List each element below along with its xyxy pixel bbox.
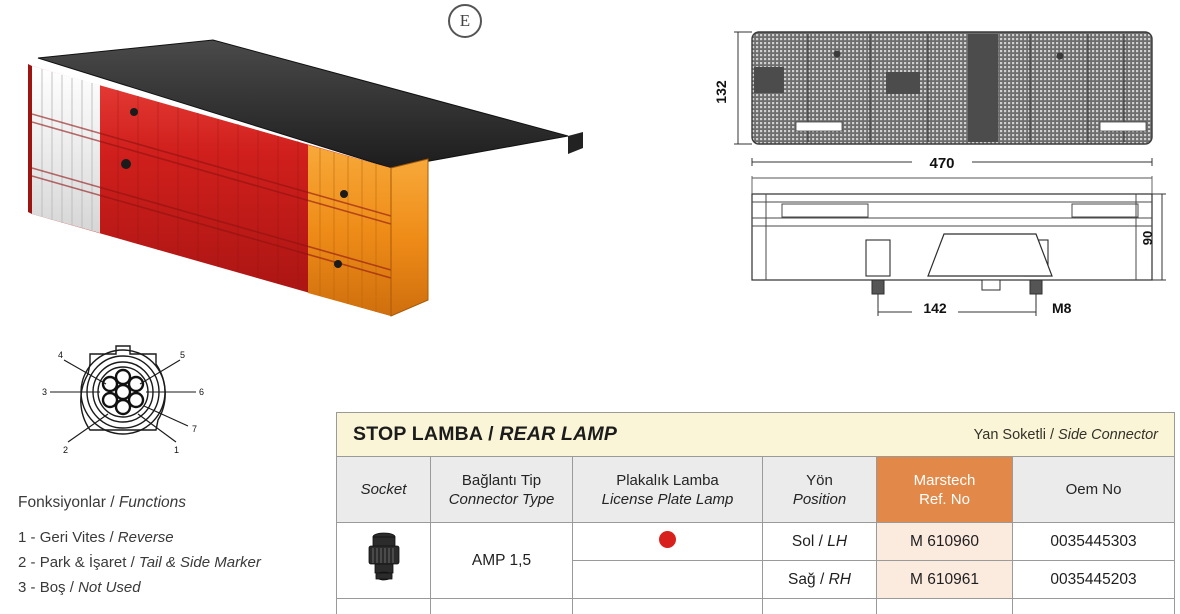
partial-cell-oem [1012, 598, 1175, 614]
connector-socket-icon [368, 532, 399, 581]
dimension-height-132: 132 [713, 80, 729, 104]
list-item: 2 - Park & İşaret / Tail & Side Marker [18, 550, 338, 575]
table-title-separator: / [488, 423, 494, 445]
license-plate-lamp-cell-lh [572, 522, 763, 561]
dimension-depth-90: 90 [1140, 231, 1155, 245]
position-rh-en: RH [828, 570, 851, 588]
table-subtitle-separator: / [1049, 426, 1055, 443]
function-label-en: Not Used [78, 579, 141, 596]
column-header-connector-type: Bağlantı Tip Connector Type [430, 456, 573, 523]
functions-block: Fonksiyonlar / Functions 1 - Geri Vites … [18, 494, 338, 600]
partial-cell-marstech [876, 598, 1013, 614]
function-label-tr: Park & İşaret [39, 554, 127, 571]
function-label-en: Reverse [117, 529, 174, 546]
function-separator: / [109, 529, 114, 546]
column-header-marstech-refno: Ref. No [919, 490, 970, 508]
column-header-oem-no: Oem No [1012, 456, 1175, 523]
front-view-svg: 132 [713, 31, 1153, 172]
partial-cell-plate-lamp [572, 598, 763, 614]
pin-label-7: 7 [192, 424, 197, 434]
position-lh-tr: Sol [791, 532, 815, 550]
table-row-partial [336, 598, 1175, 614]
column-header-license-plate-lamp-en: License Plate Lamp [601, 490, 734, 508]
column-header-connector-type-tr: Bağlantı Tip [461, 471, 542, 489]
column-header-position-en: Position [792, 490, 847, 508]
column-header-license-plate-lamp: Plakalık Lamba License Plate Lamp [572, 456, 763, 523]
functions-title-separator: / [110, 494, 115, 511]
position-separator: / [818, 532, 823, 550]
socket-cell [336, 522, 431, 599]
table-row: Sağ / RH M 610961 0035445203 [337, 560, 1175, 599]
pin-label-4: 4 [58, 350, 63, 360]
e-approval-mark-icon: E [448, 4, 482, 38]
technical-drawing-front-view: 132 [700, 22, 1170, 174]
list-item: 3 - Boş / Not Used [18, 575, 338, 600]
function-number: 1 - [18, 529, 36, 546]
e-approval-letter: E [459, 11, 471, 30]
column-header-marstech-tr: Marstech [913, 471, 976, 489]
product-photo [8, 28, 608, 328]
partial-cell-position [762, 598, 877, 614]
column-header-position: Yön Position [762, 456, 877, 523]
list-item: 1 - Geri Vites / Reverse [18, 525, 338, 550]
lamp-illustration [28, 39, 583, 317]
technical-drawing-side-view: 142 M8 90 [700, 172, 1170, 340]
pin-label-5: 5 [180, 350, 185, 360]
column-header-position-tr: Yön [806, 471, 833, 489]
oem-no-cell-rh: 0035445203 [1012, 560, 1175, 599]
column-header-socket: Socket [336, 456, 431, 523]
function-separator: / [69, 579, 74, 596]
function-number: 3 - [18, 579, 36, 596]
column-header-marstech-ref-no: Marstech Ref. No [876, 456, 1013, 523]
functions-title-en: Functions [118, 494, 187, 511]
functions-title-tr: Fonksiyonlar [18, 494, 106, 511]
column-header-socket-en: Socket [360, 481, 407, 498]
position-rh-tr: Sağ [788, 570, 816, 588]
pin-label-3: 3 [42, 387, 47, 397]
table-title-en: REAR LAMP [499, 423, 618, 445]
function-separator: / [130, 554, 135, 571]
connector-type-cell: AMP 1,5 [430, 522, 573, 599]
position-separator: / [819, 570, 825, 588]
table-title-tr: STOP LAMBA [353, 423, 483, 445]
table-subtitle-en: Side Connector [1058, 426, 1158, 443]
dimension-width-470: 470 [929, 155, 954, 172]
oem-no-cell-lh: 0035445303 [1012, 522, 1175, 561]
column-header-oem-no-label: Oem No [1065, 481, 1122, 498]
red-dot-indicator-icon [659, 530, 676, 548]
position-lh-en: LH [827, 532, 848, 550]
side-view-svg: 142 M8 90 [751, 176, 1166, 316]
function-label-tr: Boş [39, 579, 66, 596]
functions-list: 1 - Geri Vites / Reverse 2 - Park & İşar… [18, 525, 338, 600]
table-row: AMP 1,5 Sol / LH M 610960 0035445303 [336, 522, 1175, 599]
table-title-band: STOP LAMBA / REAR LAMP Yan Soketli / Sid… [336, 412, 1175, 457]
dimension-thread-m8: M8 [1052, 300, 1072, 316]
marstech-ref-cell-lh: M 610960 [876, 522, 1013, 561]
partial-cell-socket [336, 598, 431, 614]
column-header-connector-type-en: Connector Type [448, 490, 555, 508]
partial-cell-connector [430, 598, 573, 614]
pinout-svg: 3 6 4 5 2 1 7 [42, 345, 204, 455]
column-header-license-plate-lamp-tr: Plakalık Lamba [616, 471, 719, 489]
position-cell-rh: Sağ / RH [762, 560, 877, 599]
function-label-tr: Geri Vites [39, 529, 106, 546]
table-title-row: STOP LAMBA / REAR LAMP Yan Soketli / Sid… [336, 412, 1175, 457]
table-subtitle: Yan Soketli / Side Connector [974, 427, 1158, 443]
specification-table: STOP LAMBA / REAR LAMP Yan Soketli / Sid… [336, 412, 1175, 614]
table-title: STOP LAMBA / REAR LAMP [353, 423, 617, 446]
dimension-bolt-spacing-142: 142 [923, 300, 947, 316]
marstech-ref-cell-rh: M 610961 [876, 560, 1013, 599]
table-subtitle-tr: Yan Soketli [973, 426, 1046, 443]
pin-label-2: 2 [63, 445, 68, 455]
function-label-en: Tail & Side Marker [138, 554, 261, 571]
license-plate-lamp-cell-rh [572, 560, 763, 599]
functions-title: Fonksiyonlar / Functions [18, 494, 338, 512]
function-number: 2 - [18, 554, 36, 571]
pin-label-1: 1 [174, 445, 179, 455]
table-header-row: Socket Bağlantı Tip Connector Type Plaka… [336, 456, 1175, 523]
position-cell-lh: Sol / LH [762, 522, 877, 561]
pin-label-6: 6 [199, 387, 204, 397]
connector-pinout-diagram: 3 6 4 5 2 1 7 [28, 322, 238, 462]
